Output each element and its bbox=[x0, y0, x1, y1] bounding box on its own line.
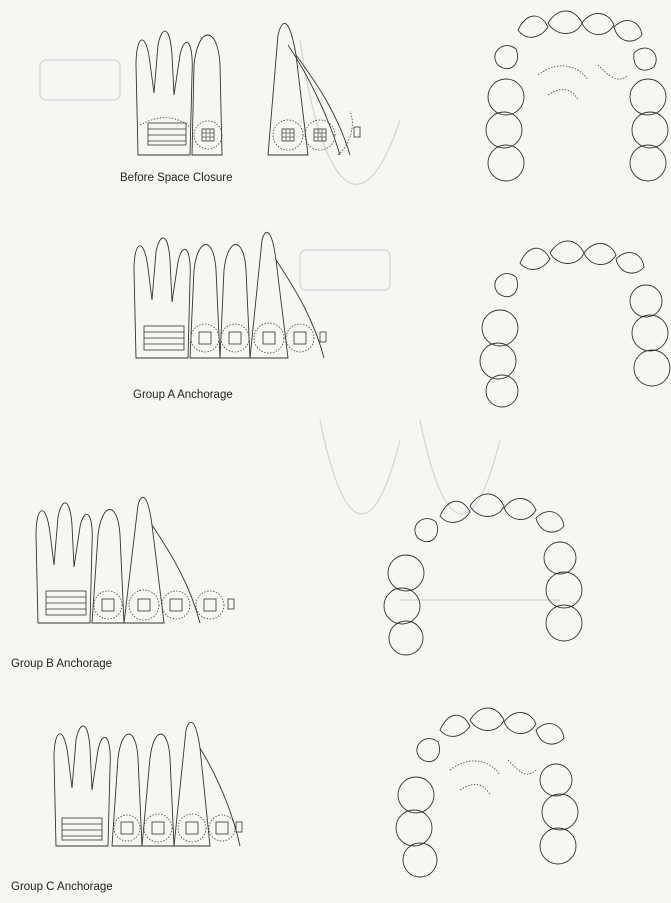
group-c-occlusal-arch bbox=[390, 700, 590, 895]
caption-group-b-anchorage: Group B Anchorage bbox=[11, 658, 112, 670]
caption-before-space-closure: Before Space Closure bbox=[120, 172, 233, 184]
caption-group-a-anchorage: Group A Anchorage bbox=[133, 389, 233, 401]
group-b-lateral-teeth bbox=[30, 495, 240, 640]
group-a-occlusal-arch bbox=[470, 233, 670, 408]
group-b-occlusal-arch bbox=[380, 488, 590, 663]
before-lateral-teeth bbox=[128, 15, 373, 170]
group-a-lateral-teeth bbox=[128, 230, 338, 375]
before-occlusal-arch bbox=[478, 5, 668, 190]
group-c-lateral-teeth bbox=[48, 718, 248, 863]
caption-group-c-anchorage: Group C Anchorage bbox=[11, 881, 113, 893]
